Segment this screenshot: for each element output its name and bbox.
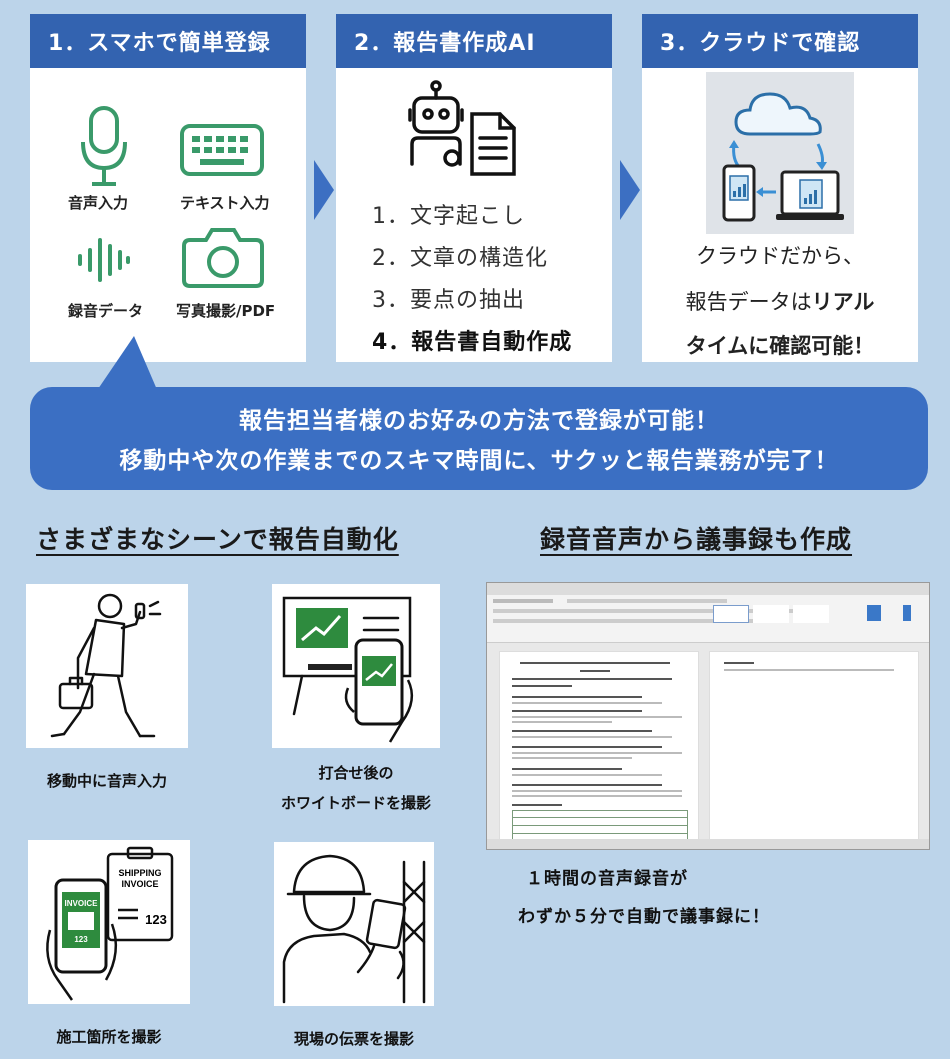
invoice-phone-icon: SHIPPING INVOICE 123 INVOICE 123 [46,846,174,1001]
ai-step-2: 2．文章の構造化 [372,246,548,271]
minutes-caption-2: わずか５分で自動で議事録に！ [518,907,770,927]
construction-worker-icon [282,854,426,1004]
word-ribbon [487,583,929,643]
document-page-1 [499,651,699,841]
scene-walking-caption: 移動中に音声入力 [46,772,167,790]
scene-walking-image [26,584,188,748]
invoice-phone-number: 123 [74,935,88,944]
ai-step-1: 1．文字起こし [372,204,525,229]
ai-step-3: 3．要点の抽出 [372,288,525,313]
step1-card: 1．スマホで簡単登録 音声入力 テキスト入力 録音データ 写真撮影/PDF [30,14,306,362]
step3-card: 3．クラウドで確認 クラウドだから、 報告データはリアル タイムに確認可能！ [642,14,918,362]
step2-card: 2．報告書作成AI 1．文字起こし 2．文章の構造化 3．要点の抽出 4．報告書… [336,14,612,362]
invoice-label: INVOICE [65,899,99,908]
voice-input-label: 音声入力 [68,194,129,212]
scene-invoice-image: SHIPPING INVOICE 123 INVOICE 123 [28,840,190,1004]
whiteboard-photo-icon [282,596,414,743]
minutes-caption-1: １時間の音声録音が [526,869,688,889]
cloud-text-line1: クラウドだから、 [696,244,864,268]
cloud-sync-icon [706,72,854,234]
scene-worker-image [274,842,434,1006]
scenes-section-title: さまざまなシーンで報告自動化 [36,525,399,554]
text-input-label: テキスト入力 [180,194,270,212]
photo-label: 写真撮影/PDF [176,302,276,320]
word-status-bar [487,839,929,849]
step2-title: 2．報告書作成AI [336,14,612,68]
ai-step-4: 4．報告書自動作成 [372,330,573,355]
walking-businessman-icon [50,593,162,738]
banner-line1: 報告担当者様のお好みの方法で登録が可能！ [239,408,719,434]
arrow-right-icon [620,160,640,220]
callout-pointer [96,336,158,392]
scene-whiteboard-caption-1: 打合せ後の [318,764,394,782]
recording-label: 録音データ [68,302,144,320]
keyboard-icon [180,124,264,176]
camera-icon [182,228,264,288]
invoice-number: 123 [145,912,167,927]
banner-line2: 移動中や次の作業までのスキマ時間に、サクッと報告業務が完了！ [119,448,839,474]
scene-worker-caption: 現場の伝票を撮影 [293,1030,414,1048]
shipping-invoice-text: SHIPPING [118,868,161,878]
minutes-section-title: 録音音声から議事録も作成 [540,525,853,554]
scene-invoice-caption: 施工箇所を撮影 [56,1028,162,1046]
robot-document-icon [408,80,516,176]
minutes-document-screenshot [486,582,930,850]
highlight-banner: 報告担当者様のお好みの方法で登録が可能！ 移動中や次の作業までのスキマ時間に、サ… [30,387,928,490]
document-page-2 [709,651,919,841]
shipping-invoice-text-2: INVOICE [121,879,158,889]
arrow-right-icon [314,160,334,220]
scene-whiteboard-image [272,584,440,748]
cloud-text-bold: リアル [811,290,875,314]
step3-title: 3．クラウドで確認 [642,14,918,68]
cloud-text-line3: タイムに確認可能！ [642,330,918,360]
cloud-text-line2: 報告データはリアル [642,286,918,316]
microphone-icon [81,106,127,186]
cloud-text-bold-2: タイムに確認可能！ [685,334,875,358]
scene-whiteboard-caption-2: ホワイトボードを撮影 [280,794,431,812]
waveform-icon [78,238,130,282]
cloud-text-plain: 報告データは [685,290,812,314]
step1-title: 1．スマホで簡単登録 [30,14,306,68]
